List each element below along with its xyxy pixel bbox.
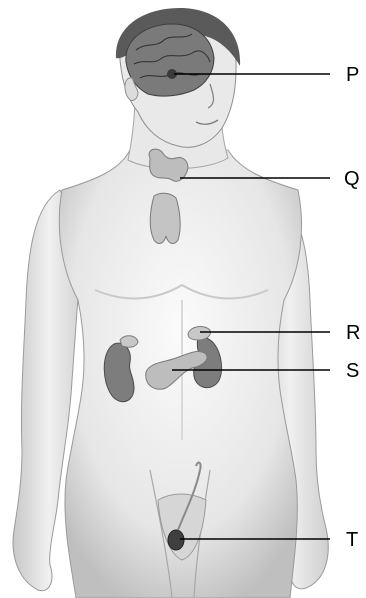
label-s: S (346, 360, 359, 382)
label-r: R (346, 322, 360, 344)
adrenal-gland-left (120, 336, 138, 347)
thymus-gland (150, 193, 180, 243)
label-p: P (346, 64, 359, 86)
label-t: T (346, 529, 358, 551)
adrenal-gland-right (188, 327, 210, 340)
testis (168, 530, 184, 550)
brain (126, 24, 214, 96)
label-q: Q (344, 168, 360, 190)
labels: P Q R S T (344, 64, 360, 551)
